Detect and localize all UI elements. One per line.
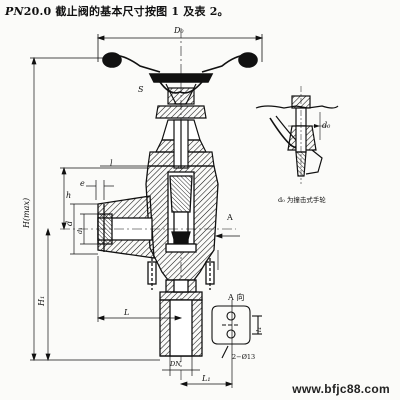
d0-dimension [96, 34, 264, 62]
label-A-view: A 向 [228, 293, 245, 302]
label-l4: l₄ [255, 327, 263, 332]
caption-text: 20.0 截止阀的基本尺寸按图 1 及表 2。 [23, 5, 229, 18]
watermark: www.bfjc88.com [292, 382, 390, 396]
figure-caption: PN20.0 截止阀的基本尺寸按图 1 及表 2。 [5, 3, 229, 19]
label-d0-top: D₀ [174, 26, 184, 35]
label-e: e [80, 179, 85, 188]
label-hmax: H(max) [22, 197, 31, 228]
label-L1: L₁ [202, 374, 211, 383]
label-l: l [110, 159, 113, 168]
impact-handwheel-detail [255, 86, 339, 184]
label-d1: d₁ [76, 227, 84, 234]
left-dimensions [30, 56, 240, 388]
label-holes: 2−Ø13 [232, 353, 256, 361]
label-L: L [124, 308, 130, 317]
label-handwheel-note: d₀ 为撞击式手轮 [278, 196, 326, 204]
label-d: d [65, 220, 74, 226]
label-DN: DN [170, 360, 181, 368]
label-h1: H₁ [37, 295, 46, 306]
caption-prefix: PN [5, 5, 24, 18]
label-h: h [66, 191, 72, 200]
a-view-flange [211, 305, 262, 359]
bonnet [147, 87, 215, 169]
label-s: S [138, 85, 144, 94]
valve-body [97, 165, 219, 357]
label-d0-detail: d₀ [322, 121, 331, 130]
label-A: A [227, 213, 233, 222]
